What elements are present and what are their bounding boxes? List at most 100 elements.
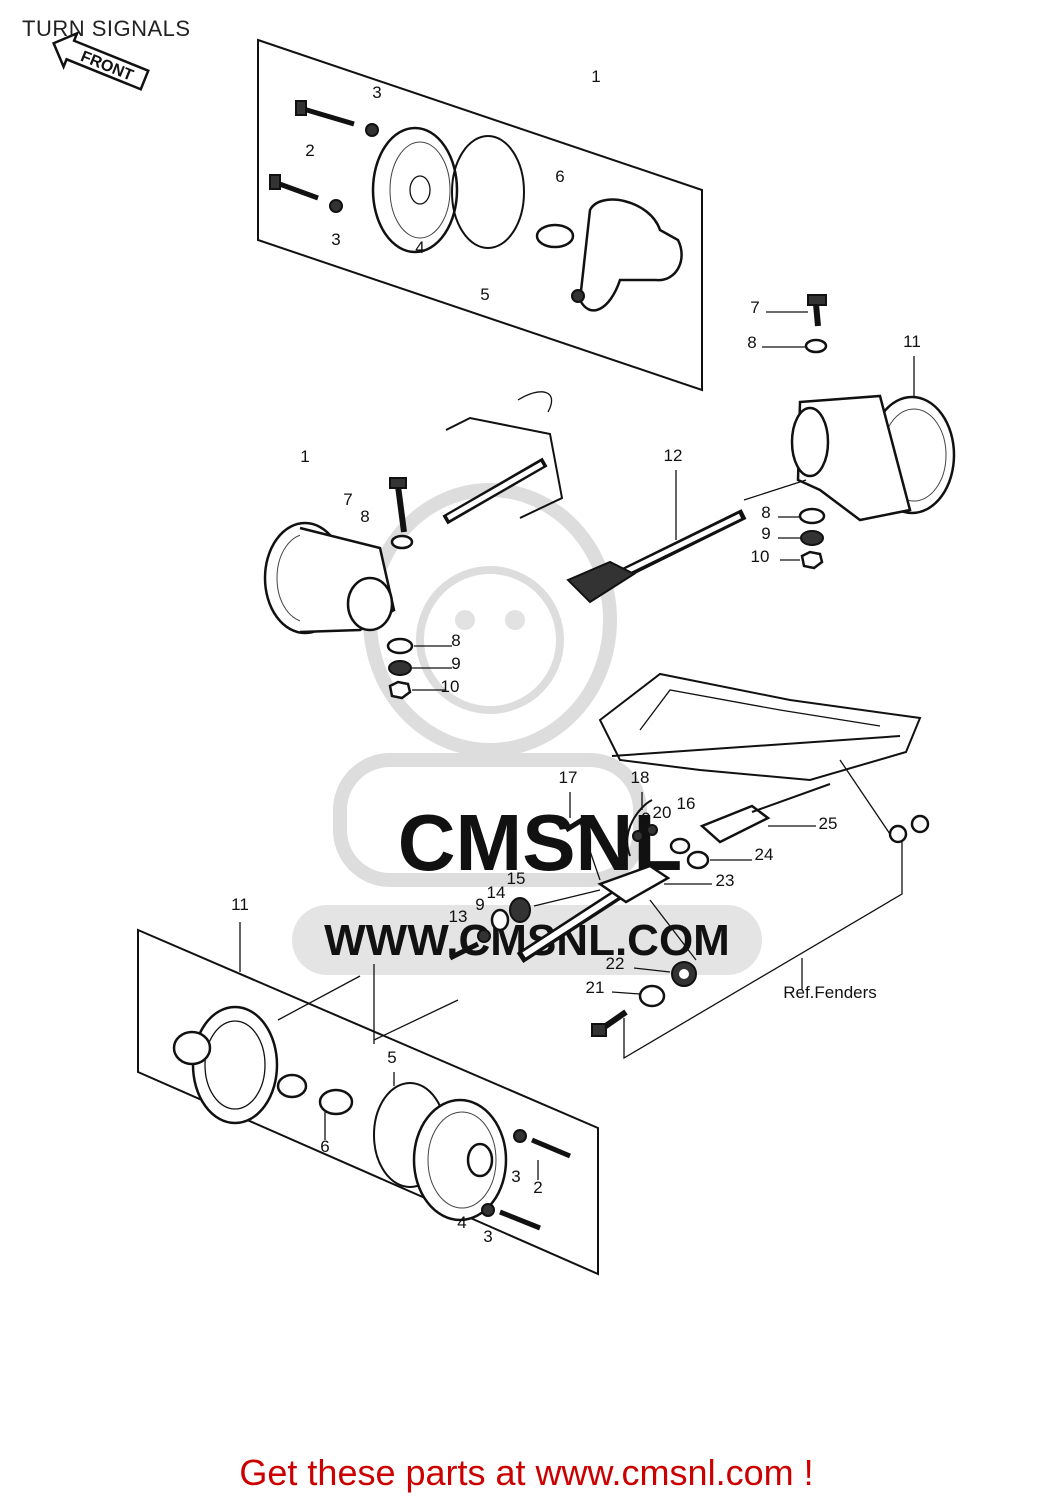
bolt-2-upper xyxy=(299,105,355,127)
lens-4-ribs xyxy=(389,141,451,239)
leader-15 xyxy=(533,889,601,907)
callout-c-top-3a: 3 xyxy=(372,83,381,102)
bolt-2-lower xyxy=(273,179,319,201)
callout-c-r-11: 11 xyxy=(903,332,921,351)
washer-8-left xyxy=(390,534,414,550)
washer-8-right-lower xyxy=(798,507,826,525)
callout-c-18: 18 xyxy=(631,768,650,787)
stay-23-plate xyxy=(597,864,671,904)
callout-c-12: 12 xyxy=(664,446,683,465)
bolt-7-right-head xyxy=(807,294,827,306)
callout-c-13: 13 xyxy=(449,907,468,926)
ref-fenders-leader-2 xyxy=(839,759,895,841)
callout-c-17: 17 xyxy=(559,768,578,787)
rear-turn-signal-mount xyxy=(448,672,930,1060)
callout-c-b-5: 5 xyxy=(387,1048,396,1067)
nut-10-left-lower xyxy=(388,680,412,700)
bulb-6 xyxy=(535,223,575,249)
lens-4-center xyxy=(409,175,431,205)
callout-c-top-3b: 3 xyxy=(331,230,340,249)
callout-c-l-1: 1 xyxy=(300,447,309,466)
leader-17b xyxy=(579,821,601,881)
top-panel-outline xyxy=(257,38,703,392)
callout-c-l-8: 8 xyxy=(360,507,369,526)
bolt-7-left-head xyxy=(389,477,407,489)
bulb-6-a xyxy=(276,1073,308,1099)
callout-c-l-9: 9 xyxy=(451,654,460,673)
bolt-21-head xyxy=(591,1023,607,1037)
rear-housing-11-inner xyxy=(204,1020,266,1110)
callout-c-top-5: 5 xyxy=(480,285,489,304)
screw-13 xyxy=(448,941,480,961)
callout-c-21: 21 xyxy=(586,978,605,997)
callout-c-top-2: 2 xyxy=(305,141,314,160)
ref-fenders-label: Ref.Fenders xyxy=(783,983,877,1002)
bracket-25-arm xyxy=(751,783,831,813)
bolt-7-left xyxy=(395,485,407,533)
washer-14 xyxy=(490,908,510,932)
callout-c-b-2: 2 xyxy=(533,1178,542,1197)
callout-c-l-8b: 8 xyxy=(451,631,460,650)
callout-c-top-6: 6 xyxy=(555,167,564,186)
callout-c-25: 25 xyxy=(819,814,838,833)
front-arrow-shape xyxy=(52,30,150,91)
front-turn-signal-assembly xyxy=(257,38,703,392)
screw-2-bottom-a xyxy=(531,1137,571,1159)
callout-c-l-7: 7 xyxy=(343,490,352,509)
fender-nut-1 xyxy=(888,824,908,844)
frame-section xyxy=(517,391,553,413)
grommet-16 xyxy=(669,837,691,855)
bolt-2-lower-head xyxy=(269,174,281,190)
stay-12-plate xyxy=(566,560,637,604)
callout-c-r-9: 9 xyxy=(761,524,770,543)
callout-c-b-11: 11 xyxy=(231,895,249,914)
bolt-7-right xyxy=(813,303,821,327)
callout-c-b-4: 4 xyxy=(457,1213,466,1232)
housing-1-mount xyxy=(571,289,585,303)
screw-17 xyxy=(564,817,584,833)
nut-3-upper xyxy=(365,123,379,137)
stay-front-core xyxy=(446,461,544,521)
nut-9-mid xyxy=(632,830,644,842)
washer-8-left-lower xyxy=(386,637,414,655)
nut-10-right-lower xyxy=(800,550,824,570)
nut-3-lower xyxy=(329,199,343,213)
callout-c-24: 24 xyxy=(755,845,774,864)
callout-c-16: 16 xyxy=(677,794,696,813)
gasket-5 xyxy=(451,135,525,249)
leader-stay-right xyxy=(743,479,807,501)
right-signal-socket xyxy=(790,406,830,478)
callout-c-15: 15 xyxy=(507,869,526,888)
callout-c-l-10: 10 xyxy=(441,677,460,696)
collar-21 xyxy=(638,984,666,1008)
bulb-6-b xyxy=(318,1088,354,1116)
callout-c-b-3b: 3 xyxy=(483,1227,492,1246)
lens-4-bottom-grid xyxy=(427,1111,497,1209)
watermark-body xyxy=(333,753,647,887)
watermark-eye-right xyxy=(505,610,525,630)
screw-2-bottom-b xyxy=(499,1209,541,1231)
leader-23-drop xyxy=(649,899,697,961)
rear-turn-signal-assembly xyxy=(137,922,599,1276)
callout-c-14: 14 xyxy=(487,883,506,902)
rear-frame-rail xyxy=(611,735,901,757)
callout-c-23: 23 xyxy=(716,871,735,890)
callout-c-top-1: 1 xyxy=(591,67,600,86)
wire-lead xyxy=(277,975,361,1021)
callout-c-top-4: 4 xyxy=(415,238,424,257)
grommet-15 xyxy=(509,897,531,923)
watermark-eye-left xyxy=(455,610,475,630)
callout-c-20: 20 xyxy=(653,803,672,822)
washer-9-left-lower xyxy=(388,660,412,676)
callout-c-r-7: 7 xyxy=(750,298,759,317)
lens-4-bottom-center xyxy=(466,1142,494,1178)
washer-8-right xyxy=(804,338,828,354)
rear-frame-inner xyxy=(639,689,881,731)
nut-20 xyxy=(646,824,658,836)
footer-link-text[interactable]: Get these parts at www.cmsnl.com ! xyxy=(239,1452,814,1493)
leader-22 xyxy=(633,967,671,973)
callout-c-b-3a: 3 xyxy=(511,1167,520,1186)
bottom-panel-outline xyxy=(137,928,599,1276)
